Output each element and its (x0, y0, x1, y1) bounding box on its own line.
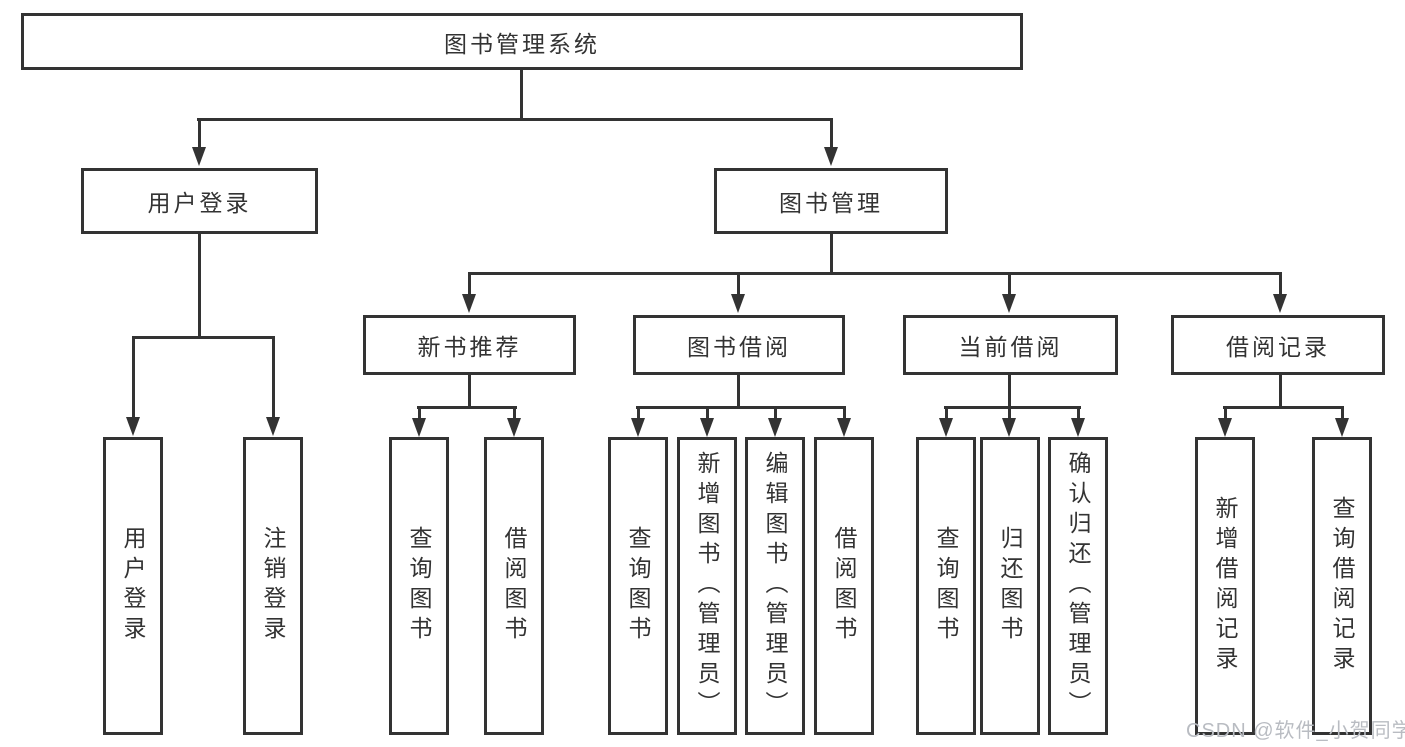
arrow-down-icon (1335, 418, 1349, 437)
connector-stem (1008, 406, 1011, 420)
leaf-add-borrow-record: 新增借阅记录 (1195, 437, 1255, 735)
connector-stem (132, 336, 135, 420)
node-current-borrowing: 当前借阅 (903, 315, 1118, 375)
node-book-management: 图书管理 (714, 168, 948, 234)
arrow-down-icon (1218, 418, 1232, 437)
connector-stem (706, 406, 709, 420)
connector-stem (272, 336, 275, 420)
arrow-down-icon (939, 418, 953, 437)
connector-stem (418, 406, 421, 420)
connector-level2-branch (197, 118, 833, 121)
leaf-query-books-recommend: 查询图书 (389, 437, 449, 735)
arrow-down-icon (1002, 294, 1016, 313)
arrow-down-icon (507, 418, 521, 437)
arrow-down-icon (700, 418, 714, 437)
connector-stem (1077, 406, 1080, 420)
connector-stem (737, 375, 740, 406)
connector-stem (1279, 272, 1282, 298)
connector-stem (737, 272, 740, 298)
leaf-query-borrow-record: 查询借阅记录 (1312, 437, 1372, 735)
arrow-down-icon (824, 147, 838, 166)
connector-stem (843, 406, 846, 420)
connector-stem (945, 406, 948, 420)
leaf-add-book-admin: 新增图书（管理员） (677, 437, 737, 735)
connector-stem (830, 118, 833, 152)
leaf-user-login: 用户登录 (103, 437, 163, 735)
arrow-down-icon (412, 418, 426, 437)
node-library-management-system: 图书管理系统 (21, 13, 1023, 70)
csdn-watermark: CSDN @软件_小贺同学 (1186, 720, 1405, 742)
arrow-down-icon (266, 417, 280, 436)
arrow-down-icon (462, 294, 476, 313)
arrow-down-icon (731, 294, 745, 313)
arrow-down-icon (1273, 294, 1287, 313)
connector-stem (198, 118, 201, 152)
connector-stem (1341, 406, 1344, 420)
connector-stem (468, 375, 471, 406)
node-book-borrowing: 图书借阅 (633, 315, 845, 375)
node-new-book-recommendation: 新书推荐 (363, 315, 576, 375)
arrow-down-icon (768, 418, 782, 437)
connector-level3-branch (468, 272, 1282, 275)
leaf-query-books-borrow: 查询图书 (608, 437, 668, 735)
arrow-down-icon (126, 417, 140, 436)
connector-stem (1008, 272, 1011, 298)
leaf-borrow-books: 借阅图书 (814, 437, 874, 735)
connector-stem (1008, 375, 1011, 406)
arrow-down-icon (1071, 418, 1085, 437)
connector-stem (774, 406, 777, 420)
connector-stem (830, 234, 833, 272)
connector-stem (1279, 375, 1282, 406)
leaf-query-books-current: 查询图书 (916, 437, 976, 735)
connector-stem (637, 406, 640, 420)
connector-stem (468, 272, 471, 298)
connector-branch (1223, 406, 1344, 409)
connector-root-stem (520, 70, 523, 118)
node-user-login: 用户登录 (81, 168, 318, 234)
node-borrowing-records: 借阅记录 (1171, 315, 1385, 375)
leaf-borrow-books-recommend: 借阅图书 (484, 437, 544, 735)
leaf-confirm-return-admin: 确认归还（管理员） (1048, 437, 1108, 735)
connector-branch (636, 406, 846, 409)
connector-branch (417, 406, 517, 409)
arrow-down-icon (192, 147, 206, 166)
connector-branch (944, 406, 1081, 409)
leaf-return-book: 归还图书 (980, 437, 1040, 735)
leaf-edit-book-admin: 编辑图书（管理员） (745, 437, 805, 735)
connector-stem (513, 406, 516, 420)
arrow-down-icon (1002, 418, 1016, 437)
arrow-down-icon (631, 418, 645, 437)
connector-stem (1224, 406, 1227, 420)
leaf-logout: 注销登录 (243, 437, 303, 735)
connector-stem (198, 234, 201, 336)
arrow-down-icon (837, 418, 851, 437)
connector-branch (132, 336, 275, 339)
